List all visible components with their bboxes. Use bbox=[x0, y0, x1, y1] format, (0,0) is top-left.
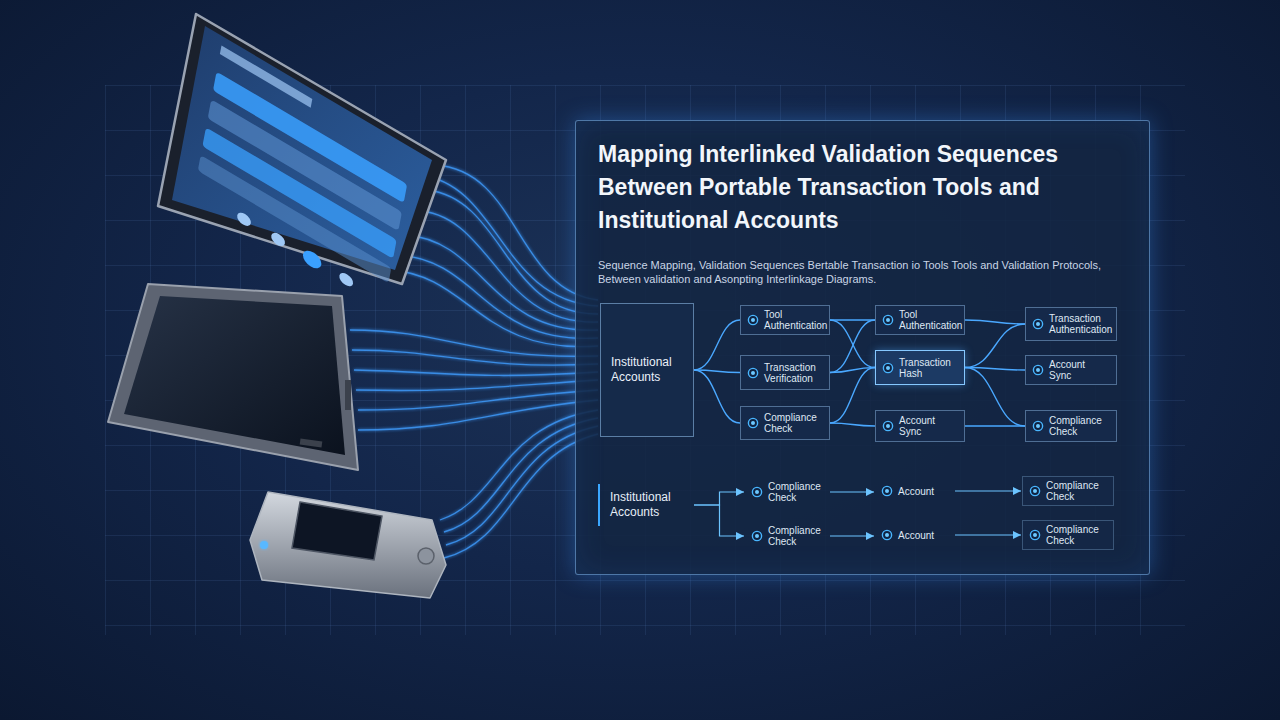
node-label: Compliance Check bbox=[1046, 480, 1107, 502]
node-icon bbox=[881, 485, 893, 497]
node-icon bbox=[881, 529, 893, 541]
node-label: Tool Authentication bbox=[899, 309, 962, 331]
node-label: Transaction Hash bbox=[899, 357, 958, 379]
group-heading: Institutional Accounts bbox=[598, 484, 694, 526]
node-text: Account bbox=[898, 530, 934, 541]
node-label: Compliance Check bbox=[768, 525, 824, 547]
process-box: Account Sync bbox=[875, 410, 965, 442]
connector bbox=[965, 324, 1025, 368]
node-icon bbox=[1029, 529, 1041, 541]
node-label: Account Sync bbox=[899, 415, 958, 437]
node-label: Compliance Check bbox=[1049, 415, 1110, 437]
process-box: Account bbox=[875, 481, 955, 501]
process-box: Compliance Check bbox=[745, 522, 830, 550]
node-icon bbox=[882, 420, 894, 432]
node-label: Compliance Check bbox=[764, 412, 823, 434]
connector bbox=[694, 492, 744, 505]
node-text: Tool Authentication bbox=[764, 309, 827, 331]
connector bbox=[830, 491, 874, 492]
node-icon bbox=[1032, 420, 1044, 432]
connector bbox=[965, 425, 1025, 426]
node-icon bbox=[882, 314, 894, 326]
tablet-illustration bbox=[108, 284, 358, 470]
node-icon bbox=[1029, 485, 1041, 497]
connector bbox=[965, 368, 1025, 427]
node-text: Compliance Check bbox=[1046, 480, 1107, 502]
node-icon bbox=[1032, 364, 1044, 376]
node-label: Transaction Authentication bbox=[1049, 313, 1112, 335]
process-box: Compliance Check bbox=[745, 478, 830, 506]
connector bbox=[830, 320, 875, 373]
node-icon bbox=[751, 530, 763, 542]
connector bbox=[830, 320, 875, 368]
node-label: Institutional Accounts bbox=[610, 490, 684, 520]
node-text: Transaction Authentication bbox=[1049, 313, 1112, 335]
connector bbox=[965, 320, 1025, 324]
process-box: Compliance Check bbox=[740, 406, 830, 440]
diagram-caption: Sequence Mapping, Validation Sequences B… bbox=[598, 258, 1128, 286]
phone-illustration bbox=[158, 14, 446, 309]
node-text: Account Sync bbox=[1049, 359, 1110, 381]
connector bbox=[955, 490, 1021, 491]
process-box: Institutional Accounts bbox=[600, 303, 694, 437]
node-label: Compliance Check bbox=[768, 481, 824, 503]
connector bbox=[694, 370, 740, 423]
node-label: Account Sync bbox=[1049, 359, 1110, 381]
node-text: Account Sync bbox=[899, 415, 958, 437]
node-label: Institutional Accounts bbox=[611, 355, 683, 385]
process-box: Account bbox=[875, 525, 955, 545]
node-icon bbox=[1032, 318, 1044, 330]
connector bbox=[830, 368, 875, 424]
node-text: Compliance Check bbox=[768, 481, 824, 503]
grid bbox=[105, 85, 1185, 635]
node-label: Account bbox=[898, 530, 934, 541]
process-box: Account Sync bbox=[1025, 355, 1117, 385]
node-text: Transaction Hash bbox=[899, 357, 958, 379]
process-box: Compliance Check bbox=[1022, 476, 1114, 506]
node-label: Tool Authentication bbox=[764, 309, 827, 331]
connector bbox=[955, 534, 1021, 535]
connector bbox=[830, 535, 874, 536]
process-box: Tool Authentication bbox=[875, 305, 965, 335]
process-box: Transaction Verification bbox=[740, 355, 830, 390]
diagram-title: Mapping Interlinked Validation Sequences… bbox=[598, 138, 1138, 237]
node-text: Compliance Check bbox=[768, 525, 824, 547]
process-box: Compliance Check bbox=[1025, 410, 1117, 442]
node-text: Tool Authentication bbox=[899, 309, 962, 331]
connector bbox=[694, 320, 740, 370]
node-icon bbox=[747, 367, 759, 379]
process-box: Transaction Authentication bbox=[1025, 307, 1117, 341]
node-text: Institutional Accounts bbox=[610, 490, 684, 520]
node-icon bbox=[882, 362, 894, 374]
node-text: Compliance Check bbox=[1046, 524, 1107, 546]
node-icon bbox=[751, 486, 763, 498]
node-icon bbox=[747, 314, 759, 326]
process-box: Compliance Check bbox=[1022, 520, 1114, 550]
process-box: Transaction Hash bbox=[875, 350, 965, 385]
node-label: Account bbox=[898, 486, 934, 497]
node-icon bbox=[747, 417, 759, 429]
node-text: Compliance Check bbox=[1049, 415, 1110, 437]
node-text: Account bbox=[898, 486, 934, 497]
card-reader-illustration bbox=[250, 492, 446, 598]
connector bbox=[830, 423, 875, 426]
node-text: Transaction Verification bbox=[764, 362, 823, 384]
node-label: Compliance Check bbox=[1046, 524, 1107, 546]
node-text: Compliance Check bbox=[764, 412, 823, 434]
node-label: Transaction Verification bbox=[764, 362, 823, 384]
connector bbox=[830, 319, 875, 320]
process-box: Tool Authentication bbox=[740, 305, 830, 335]
connector bbox=[694, 505, 744, 536]
node-text: Institutional Accounts bbox=[611, 355, 683, 385]
